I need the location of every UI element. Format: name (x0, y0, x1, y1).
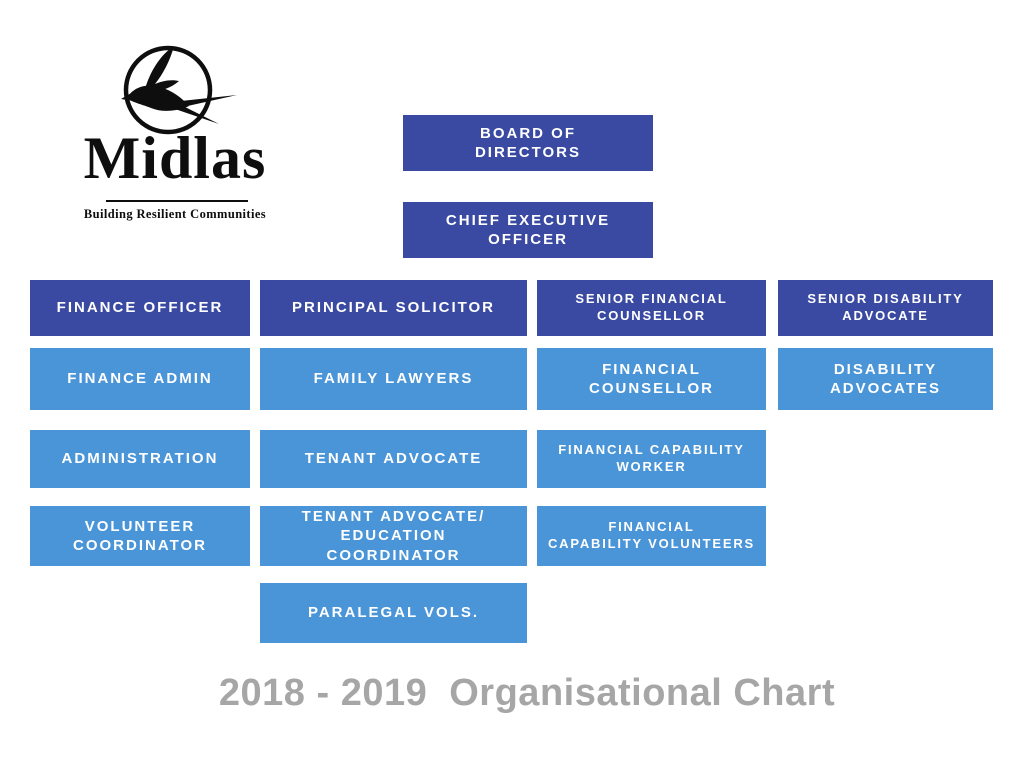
org-box-disability-advocates: DISABILITY ADVOCATES (778, 348, 993, 410)
chart-title: 2018 - 2019 Organisational Chart (0, 672, 1024, 715)
org-box-administration: ADMINISTRATION (30, 430, 250, 488)
brand-tagline: Building Resilient Communities (83, 207, 267, 221)
org-box-tenant-advocate: TENANT ADVOCATE (260, 430, 527, 488)
org-box-finance-officer: FINANCE OFFICER (30, 280, 250, 336)
org-box-financial-counsellor: FINANCIAL COUNSELLOR (537, 348, 766, 410)
org-box-chief-executive-officer: CHIEF EXECUTIVE OFFICER (403, 202, 653, 258)
logo-divider (106, 200, 248, 202)
org-box-tenant-advocate-education-coordinator: TENANT ADVOCATE/ EDUCATION COORDINATOR (260, 506, 527, 566)
chart-title-years: 2018 - 2019 (218, 672, 428, 714)
org-box-paralegal-vols: PARALEGAL VOLS. (260, 583, 527, 643)
swallow-bird-icon (121, 45, 237, 135)
brand-name: Midlas (83, 125, 267, 191)
org-box-senior-disability-advocate: SENIOR DISABILITY ADVOCATE (778, 280, 993, 336)
midlas-logo: Midlas Building Resilient Communities (60, 30, 300, 240)
org-box-volunteer-coordinator: VOLUNTEER COORDINATOR (30, 506, 250, 566)
org-box-principal-solicitor: PRINCIPAL SOLICITOR (260, 280, 527, 336)
org-box-financial-capability-worker: FINANCIAL CAPABILITY WORKER (537, 430, 766, 488)
chart-title-label: Organisational Chart (449, 672, 836, 714)
org-box-senior-financial-counsellor: SENIOR FINANCIAL COUNSELLOR (537, 280, 766, 336)
org-box-financial-capability-volunteers: FINANCIAL CAPABILITY VOLUNTEERS (537, 506, 766, 566)
org-box-family-lawyers: FAMILY LAWYERS (260, 348, 527, 410)
org-box-board-of-directors: BOARD OF DIRECTORS (403, 115, 653, 171)
org-box-finance-admin: FINANCE ADMIN (30, 348, 250, 410)
